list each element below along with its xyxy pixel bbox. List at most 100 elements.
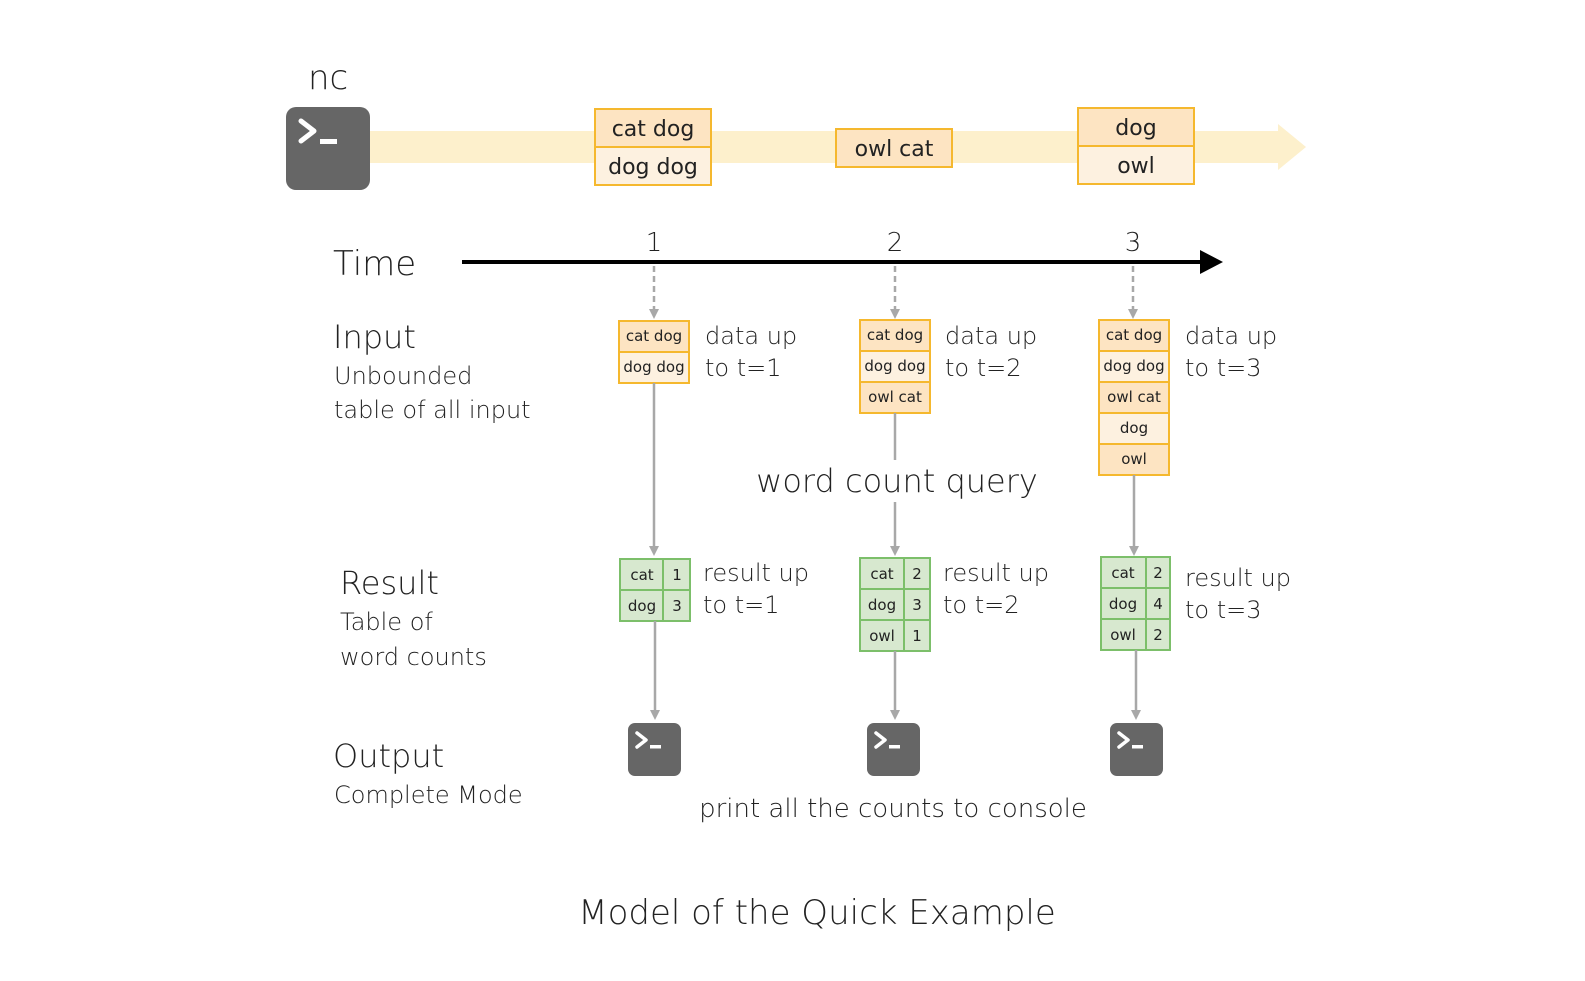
- input-cell-text: dog dog: [623, 358, 684, 376]
- output-label-group: Output Complete Mode: [333, 737, 523, 809]
- input-caption: to t=2: [945, 354, 1022, 382]
- input-table-1: cat dog dog dog: [618, 320, 690, 384]
- stream-cell: [835, 128, 953, 168]
- timeline-tick-1: 1: [646, 228, 663, 258]
- input-caption: to t=1: [705, 354, 782, 382]
- input-cell-text: dog: [1120, 419, 1148, 437]
- result-word: cat: [1111, 564, 1134, 582]
- input-cell-text: cat dog: [626, 327, 682, 345]
- input-cell: [859, 319, 931, 352]
- input-cell-text: dog dog: [1103, 357, 1164, 375]
- input-subtitle: table of all input: [334, 396, 531, 424]
- input-label-group: Input Unbounded table of all input: [333, 318, 531, 424]
- input-cell: [1098, 412, 1170, 445]
- input-cell: [1098, 350, 1170, 383]
- input-table-2: cat dog dog dog owl cat: [859, 319, 931, 414]
- result-count-cell: [1145, 618, 1171, 651]
- result-table-2: cat 2 dog 3 owl 1: [859, 557, 931, 652]
- tick-arrows: [649, 266, 1138, 319]
- result-word: owl: [869, 627, 895, 645]
- timeline-arrowhead: [1200, 250, 1223, 274]
- terminal-icon: [628, 723, 681, 776]
- output-arrows: [650, 621, 1141, 720]
- stream-batch-2: owl cat: [835, 128, 953, 168]
- timeline-tick-2: 2: [887, 228, 904, 258]
- stream-cell: [594, 108, 712, 148]
- result-count: 2: [912, 565, 922, 583]
- stream-cell-text: dog: [1115, 116, 1156, 141]
- input-cell-text: owl cat: [1107, 388, 1161, 406]
- result-count-cell: [662, 558, 691, 591]
- result-word: cat: [870, 565, 893, 583]
- input-cell-text: owl cat: [868, 388, 922, 406]
- result-count-cell: [662, 589, 691, 622]
- result-count-cell: [1145, 556, 1171, 589]
- result-word: dog: [1109, 595, 1137, 613]
- result-count-cell: [903, 557, 931, 590]
- input-caption: data up: [1185, 322, 1277, 350]
- stream-batch-1: cat dog dog dog: [594, 108, 712, 186]
- result-table-3: cat 2 dog 4 owl 2: [1100, 556, 1171, 651]
- result-count: 1: [912, 627, 922, 645]
- result-count: 2: [1153, 564, 1163, 582]
- result-word: owl: [1110, 626, 1136, 644]
- result-caption: to t=3: [1185, 596, 1262, 624]
- output-title: Output: [333, 737, 444, 775]
- result-word: cat: [630, 566, 653, 584]
- figure-title: Model of the Quick Example: [578, 893, 1056, 933]
- result-table-1: cat 1 dog 3: [619, 558, 691, 622]
- result-caption: to t=2: [943, 591, 1020, 619]
- query-arrows: [649, 383, 1139, 556]
- source-label: nc: [308, 58, 348, 98]
- input-title: Input: [333, 318, 416, 356]
- input-subtitle: Unbounded: [334, 362, 472, 390]
- input-cell: [859, 381, 931, 414]
- stream-cell-text: cat dog: [612, 117, 695, 142]
- result-word: dog: [868, 596, 896, 614]
- input-table-3: cat dog dog dog owl cat dog owl: [1098, 319, 1170, 476]
- result-word-cell: [1100, 618, 1147, 651]
- timeline-tick-3: 3: [1125, 228, 1142, 258]
- input-cell-text: owl: [1121, 450, 1147, 468]
- result-count: 3: [672, 597, 682, 615]
- result-caption: result up: [943, 559, 1049, 587]
- stream-cell: [1077, 145, 1195, 185]
- input-cell-text: dog dog: [864, 357, 925, 375]
- result-count: 3: [912, 596, 922, 614]
- result-caption: result up: [703, 559, 809, 587]
- stream-cell-text: owl cat: [855, 137, 934, 162]
- input-cell: [618, 320, 690, 353]
- result-word-cell: [859, 619, 905, 652]
- result-label-group: Result Table of word counts: [340, 564, 487, 671]
- output-subtitle: Complete Mode: [334, 781, 523, 809]
- output-caption: print all the counts to console: [699, 794, 1087, 824]
- input-cell: [1098, 319, 1170, 352]
- result-caption: result up: [1185, 564, 1291, 592]
- result-word-cell: [859, 588, 905, 621]
- stream-cell-text: owl: [1117, 154, 1155, 179]
- timeline: Time 1 2 3: [333, 228, 1223, 284]
- input-caption: to t=3: [1185, 354, 1262, 382]
- timeline-label: Time: [333, 244, 416, 284]
- result-word-cell: [619, 558, 664, 591]
- stream-cell: [594, 146, 712, 186]
- input-caption: data up: [705, 322, 797, 350]
- input-cell: [1098, 443, 1170, 476]
- input-cell-text: cat dog: [1106, 326, 1162, 344]
- result-caption: to t=1: [703, 591, 780, 619]
- stream-cell-text: dog dog: [608, 155, 698, 180]
- terminal-icon: [1110, 723, 1163, 776]
- result-count: 1: [672, 566, 682, 584]
- input-cell-text: cat dog: [867, 326, 923, 344]
- result-subtitle: Table of: [340, 608, 433, 636]
- query-label: word count query: [756, 462, 1038, 500]
- stream-arrowhead: [1278, 124, 1306, 170]
- result-subtitle: word counts: [340, 643, 487, 671]
- terminal-icon: [286, 107, 370, 190]
- stream-batch-3: dog owl: [1077, 107, 1195, 185]
- result-word: dog: [628, 597, 656, 615]
- result-count-cell: [903, 588, 931, 621]
- result-count: 4: [1153, 595, 1163, 613]
- input-caption: data up: [945, 322, 1037, 350]
